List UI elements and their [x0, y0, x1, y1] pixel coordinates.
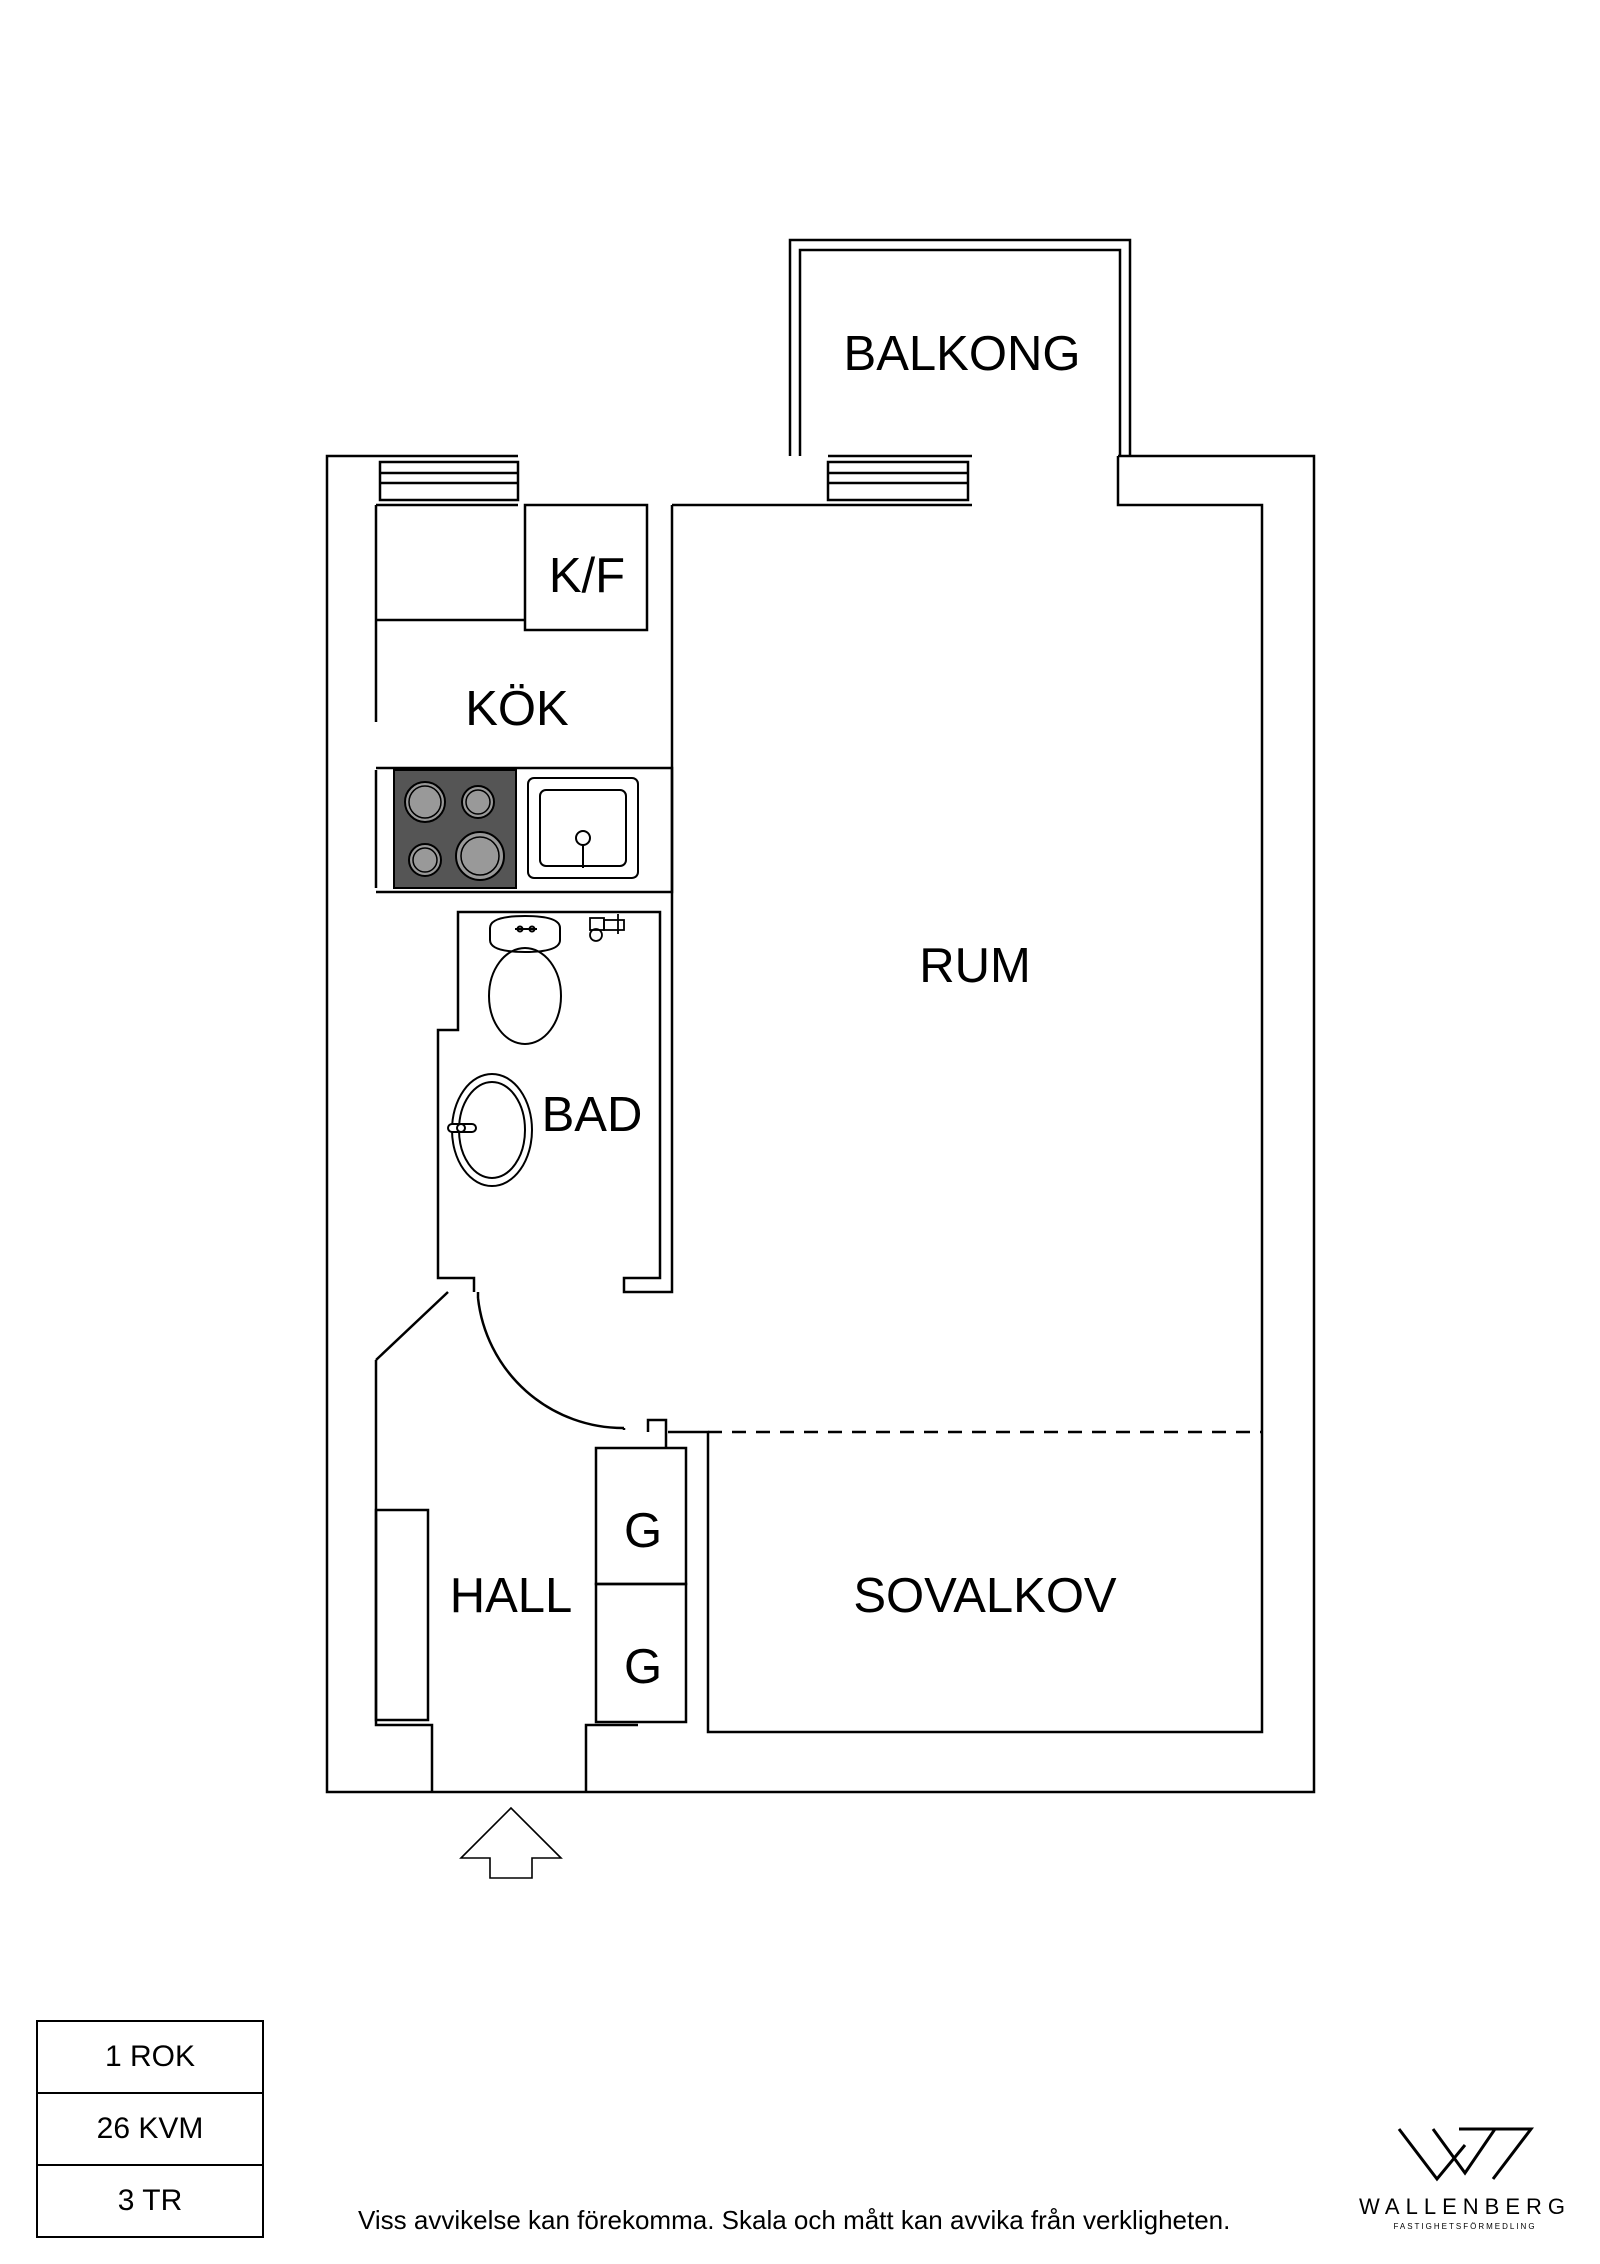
- bathroom-label: BAD: [542, 1088, 643, 1142]
- hall-label: HALL: [450, 1569, 573, 1623]
- wardrobe-label-2: G: [624, 1640, 662, 1694]
- bath-faucet: [589, 914, 625, 942]
- balcony-label: BALKONG: [844, 327, 1081, 381]
- area-size: 26 KVM: [38, 2092, 262, 2164]
- living-room-label: RUM: [919, 939, 1031, 993]
- balcony: [788, 238, 1132, 456]
- floor-level: 3 TR: [38, 2164, 262, 2236]
- brand-name: WALLENBERG: [1358, 2194, 1571, 2219]
- bathroom-walls: [436, 630, 674, 1294]
- entrance-arrow-icon: [459, 1806, 563, 1879]
- brand-logo: WALLENBERG FASTIGHETSFÖRMEDLING: [1345, 2125, 1585, 2231]
- rooms-count: 1 ROK: [104, 2040, 196, 2073]
- sleeping-alcove-label: SOVALKOV: [853, 1569, 1117, 1623]
- brand-tagline: FASTIGHETSFÖRMEDLING: [1393, 2222, 1537, 2231]
- stove: [393, 769, 517, 889]
- toilet: [488, 914, 562, 1045]
- bathroom-sink: [447, 1073, 533, 1187]
- kitchen-upper-counter: [376, 503, 649, 632]
- fridge-freezer-cabinet: [523, 503, 649, 632]
- window-right: [826, 460, 970, 502]
- kitchen-label: KÖK: [465, 682, 569, 736]
- wardrobe-label-1: G: [624, 1504, 662, 1558]
- bathroom-door: [375, 1291, 626, 1430]
- wardrobes: [594, 1418, 688, 1724]
- hall-shelf: [374, 1508, 430, 1722]
- wallenberg-logo-icon: [1397, 2127, 1535, 2182]
- fridge-freezer-label: K/F: [549, 549, 625, 603]
- kitchen-sink: [527, 777, 639, 879]
- window-left: [378, 460, 520, 502]
- disclaimer-text: Viss avvikelse kan förekomma. Skala och …: [358, 2205, 1231, 2235]
- apartment-info-box: 1 ROK 26 KVM 3 TR: [36, 2020, 264, 2238]
